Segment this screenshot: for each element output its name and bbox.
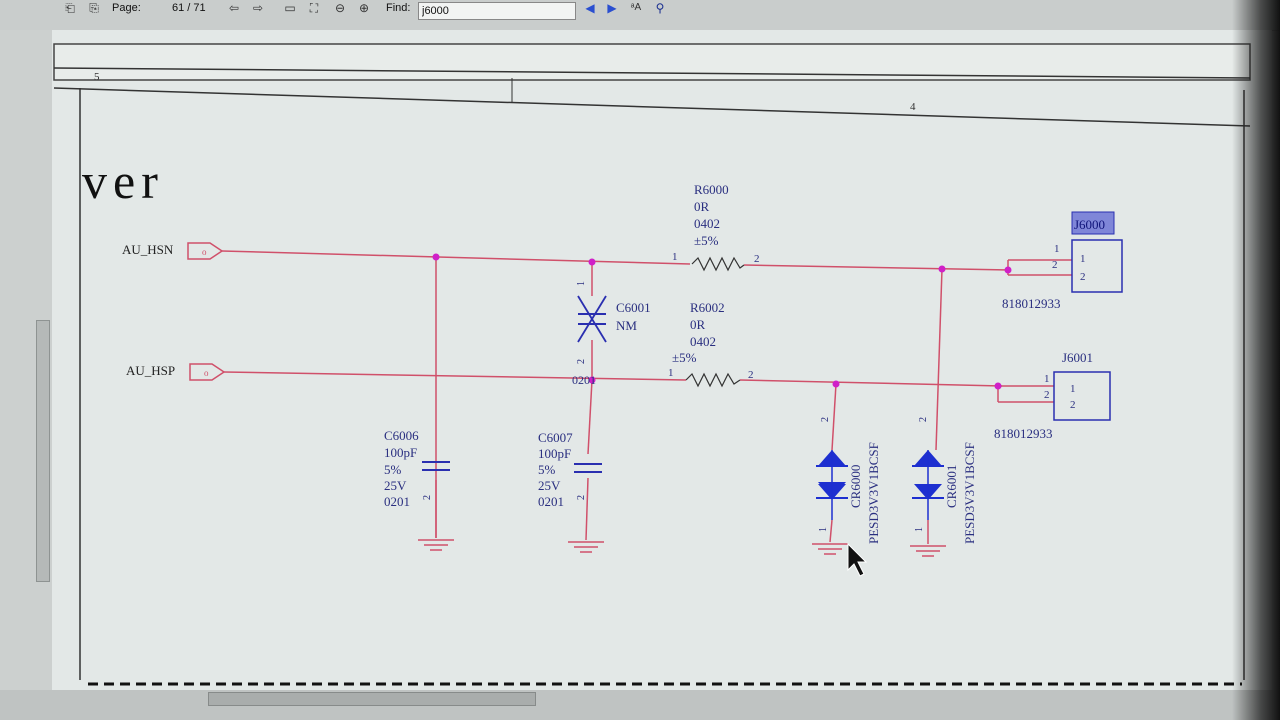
cr6000-ref: CR6000 [848, 465, 863, 508]
resistor-r6000[interactable]: R6000 0R 0402 ±5% 1 2 [672, 182, 760, 272]
zoom-out-icon[interactable]: ⊖ [334, 1, 346, 15]
port-pin-hsn: o [202, 247, 207, 257]
cr6000-part: PESD3V3V1BCSF [866, 442, 881, 544]
left-scrollbar[interactable] [36, 320, 50, 582]
r6000-tolerance: ±5% [694, 233, 719, 248]
back-arrow-icon[interactable]: ⇦ [228, 1, 240, 15]
page-label: Page: [112, 2, 141, 14]
top-frame-border [53, 43, 1251, 81]
connector-j6001[interactable]: J6001 1 2 1 2 818012933 [994, 350, 1111, 441]
c6006-ref: C6006 [384, 428, 419, 443]
j6001-ref: J6001 [1062, 350, 1093, 365]
c6006-voltage: 25V [384, 478, 407, 493]
c6007-ref: C6007 [538, 430, 573, 445]
c6007-voltage: 25V [538, 478, 561, 493]
port-label-hsn: AU_HSN [122, 242, 174, 257]
port-au-hsp[interactable] [189, 363, 226, 381]
horizontal-scrollbar[interactable] [0, 690, 1280, 720]
r6002-value: 0R [690, 317, 706, 332]
c6007-tolerance: 5% [538, 462, 556, 477]
r6000-pin1: 1 [672, 251, 678, 263]
diode-cr6001[interactable]: 2 1 CR6001 PESD3V3V1BCSF [912, 417, 977, 544]
schematic-drawing: 5 4 ver AU_HSN o AU_HSP o [53, 43, 1251, 686]
prev-page-icon[interactable]: ⎘ [89, 1, 99, 15]
c6006-package: 0201 [384, 494, 410, 509]
r6000-value: 0R [694, 199, 710, 214]
select-icon[interactable]: ⛶ [309, 1, 319, 15]
j6001-pin2-outer: 2 [1044, 389, 1050, 401]
c6001-pin1: 1 [576, 281, 587, 286]
j6000-part: 818012933 [1002, 296, 1061, 311]
j6000-pin2-inner: 2 [1080, 271, 1086, 283]
cr6001-part: PESD3V3V1BCSF [962, 442, 977, 544]
fit-page-icon[interactable]: ▭ [284, 1, 296, 15]
j6001-pin1-inner: 1 [1070, 383, 1076, 395]
cr6001-ref: CR6001 [944, 465, 959, 508]
pdf-toolbar: ⎗ ⎘ Page: 61 / 71 ⇦ ⇨ ▭ ⛶ ⊖ ⊕ Find: ◀ ▶ … [0, 0, 1280, 31]
ground-symbols [418, 539, 946, 557]
schematic-canvas: 5 4 ver AU_HSN o AU_HSP o [52, 30, 1272, 690]
page-number[interactable]: 61 / 71 [172, 2, 206, 14]
c6007-package: 0201 [538, 494, 564, 509]
c6006-tolerance: 5% [384, 462, 402, 477]
match-case-icon[interactable]: ᵃA [630, 2, 642, 13]
r6000-pin2: 2 [754, 253, 760, 265]
c6006-value: 100pF [384, 445, 417, 460]
cr6001-pin2: 2 [918, 417, 929, 422]
r6002-ref: R6002 [690, 300, 725, 315]
zoom-in-icon[interactable]: ⊕ [358, 1, 370, 15]
net-au-hsp [223, 371, 1054, 544]
zone-label-left: 5 [94, 71, 100, 83]
j6001-part: 818012933 [994, 426, 1053, 441]
capacitor-c6007[interactable]: C6007 100pF 5% 25V 0201 2 [538, 430, 602, 509]
j6001-pin2-inner: 2 [1070, 399, 1076, 411]
horizontal-scroll-thumb[interactable] [208, 692, 536, 706]
j6000-ref: J6000 [1074, 217, 1105, 232]
resistor-r6002[interactable]: R6002 0R 0402 ±5% 1 2 [668, 300, 754, 388]
r6000-ref: R6000 [694, 182, 729, 197]
port-pin-hsp: o [204, 368, 209, 378]
r6000-package: 0402 [694, 216, 720, 231]
c6007-value: 100pF [538, 446, 571, 461]
find-prev-icon[interactable]: ◀ [585, 1, 595, 15]
j6000-pin2-outer: 2 [1052, 259, 1058, 271]
find-next-icon[interactable]: ▶ [607, 1, 617, 15]
cr6001-pin1: 1 [914, 527, 925, 532]
c6001-pin2: 2 [576, 359, 587, 364]
c6006-pin2: 2 [422, 495, 433, 500]
cr6000-pin2: 2 [820, 417, 831, 422]
c6001-ref: C6001 [616, 300, 651, 315]
r6002-pin1: 1 [668, 367, 674, 379]
j6000-pin1-inner: 1 [1080, 253, 1086, 265]
sheet-title: ver [82, 153, 164, 209]
c6007-pin2: 2 [576, 495, 587, 500]
c6001-value: NM [616, 318, 637, 333]
c6001-package: 0201 [572, 373, 596, 387]
port-label-hsp: AU_HSP [126, 363, 175, 378]
connector-j6000[interactable]: J6000 1 2 1 2 818012933 [1002, 211, 1123, 311]
binoculars-icon[interactable]: ⚲ [655, 1, 665, 15]
r6002-tolerance: ±5% [672, 350, 697, 365]
left-side-panel [0, 30, 53, 690]
forward-arrow-icon[interactable]: ⇨ [252, 1, 264, 15]
j6000-highlight [1071, 211, 1115, 235]
r6002-package: 0402 [690, 334, 716, 349]
zone-label-right: 4 [910, 101, 916, 113]
find-input[interactable] [418, 2, 576, 20]
port-au-hsn[interactable] [187, 242, 224, 260]
screen-bezel [1232, 0, 1280, 720]
capacitor-c6006[interactable]: C6006 100pF 5% 25V 0201 2 [384, 428, 450, 509]
find-label: Find: [386, 2, 411, 14]
j6000-pin1-outer: 1 [1054, 243, 1060, 255]
junction-dots [432, 253, 1012, 390]
mouse-cursor-icon [847, 542, 868, 577]
first-page-icon[interactable]: ⎗ [65, 1, 75, 15]
cr6000-pin1: 1 [818, 527, 829, 532]
j6001-pin1-outer: 1 [1044, 373, 1050, 385]
capacitor-c6001[interactable]: C6001 NM 0201 1 2 [572, 281, 651, 387]
diode-cr6000[interactable]: 2 1 CR6000 PESD3V3V1BCSF [816, 417, 881, 544]
r6002-pin2: 2 [748, 369, 754, 381]
